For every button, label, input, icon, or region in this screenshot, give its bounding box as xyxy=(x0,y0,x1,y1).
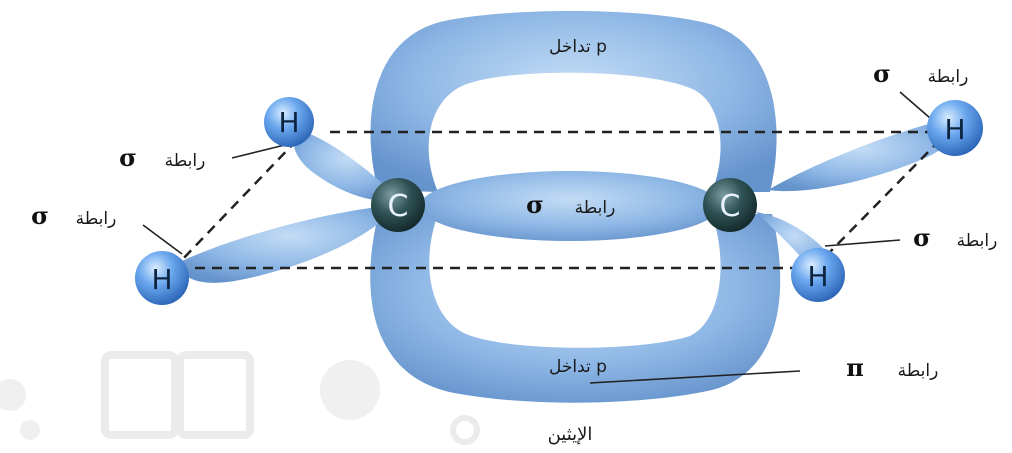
molecule-name-caption: الإيثين xyxy=(548,424,593,445)
sigma-word: رابطة xyxy=(575,198,616,218)
atom-c-label: C xyxy=(720,189,741,224)
sigma-symbol: σ xyxy=(119,143,137,172)
molecular-plane xyxy=(179,130,941,270)
atom-h-label: H xyxy=(944,113,965,146)
atom-h-top-left: H xyxy=(264,97,314,147)
sigma-symbol: σ xyxy=(913,223,931,252)
pi-symbol: π xyxy=(846,353,864,382)
p-overlap-bottom-label: تداخل p xyxy=(549,357,607,377)
sigma-label-left: σ رابطة xyxy=(31,201,116,230)
sigma-word: رابطة xyxy=(928,67,969,87)
sigma-label-right: σ رابطة xyxy=(913,223,997,252)
sigma-word: رابطة xyxy=(76,209,117,229)
cc-sigma-orbital xyxy=(420,171,720,241)
p-overlap-top-label: تداخل p xyxy=(549,37,607,57)
sigma-label-top-right: σ رابطة xyxy=(873,59,968,88)
atom-h-top-right: H xyxy=(927,100,983,156)
sigma-symbol: σ xyxy=(873,59,891,88)
atom-c-right: C xyxy=(703,178,757,232)
atom-h-bottom-right: H xyxy=(791,248,845,302)
atom-h-bottom-left: H xyxy=(135,251,189,305)
atom-c-left: C xyxy=(371,178,425,232)
sigma-label-top-left: σ رابطة xyxy=(119,143,205,172)
atom-h-label: H xyxy=(807,260,828,293)
sigma-symbol: σ xyxy=(31,201,49,230)
ch-sigma-lobes xyxy=(179,120,954,283)
cc-sigma-label: σ رابطة xyxy=(526,190,615,219)
pi-label: π رابطة xyxy=(846,353,938,382)
atom-h-label: H xyxy=(151,263,172,296)
pi-orbital xyxy=(370,11,781,403)
watermark xyxy=(0,351,480,445)
atom-h-label: H xyxy=(278,106,299,139)
sigma-symbol: σ xyxy=(526,190,544,219)
pi-word: رابطة xyxy=(898,361,939,381)
atom-c-label: C xyxy=(388,189,409,224)
sigma-word: رابطة xyxy=(165,151,206,171)
sigma-word: رابطة xyxy=(957,231,998,251)
